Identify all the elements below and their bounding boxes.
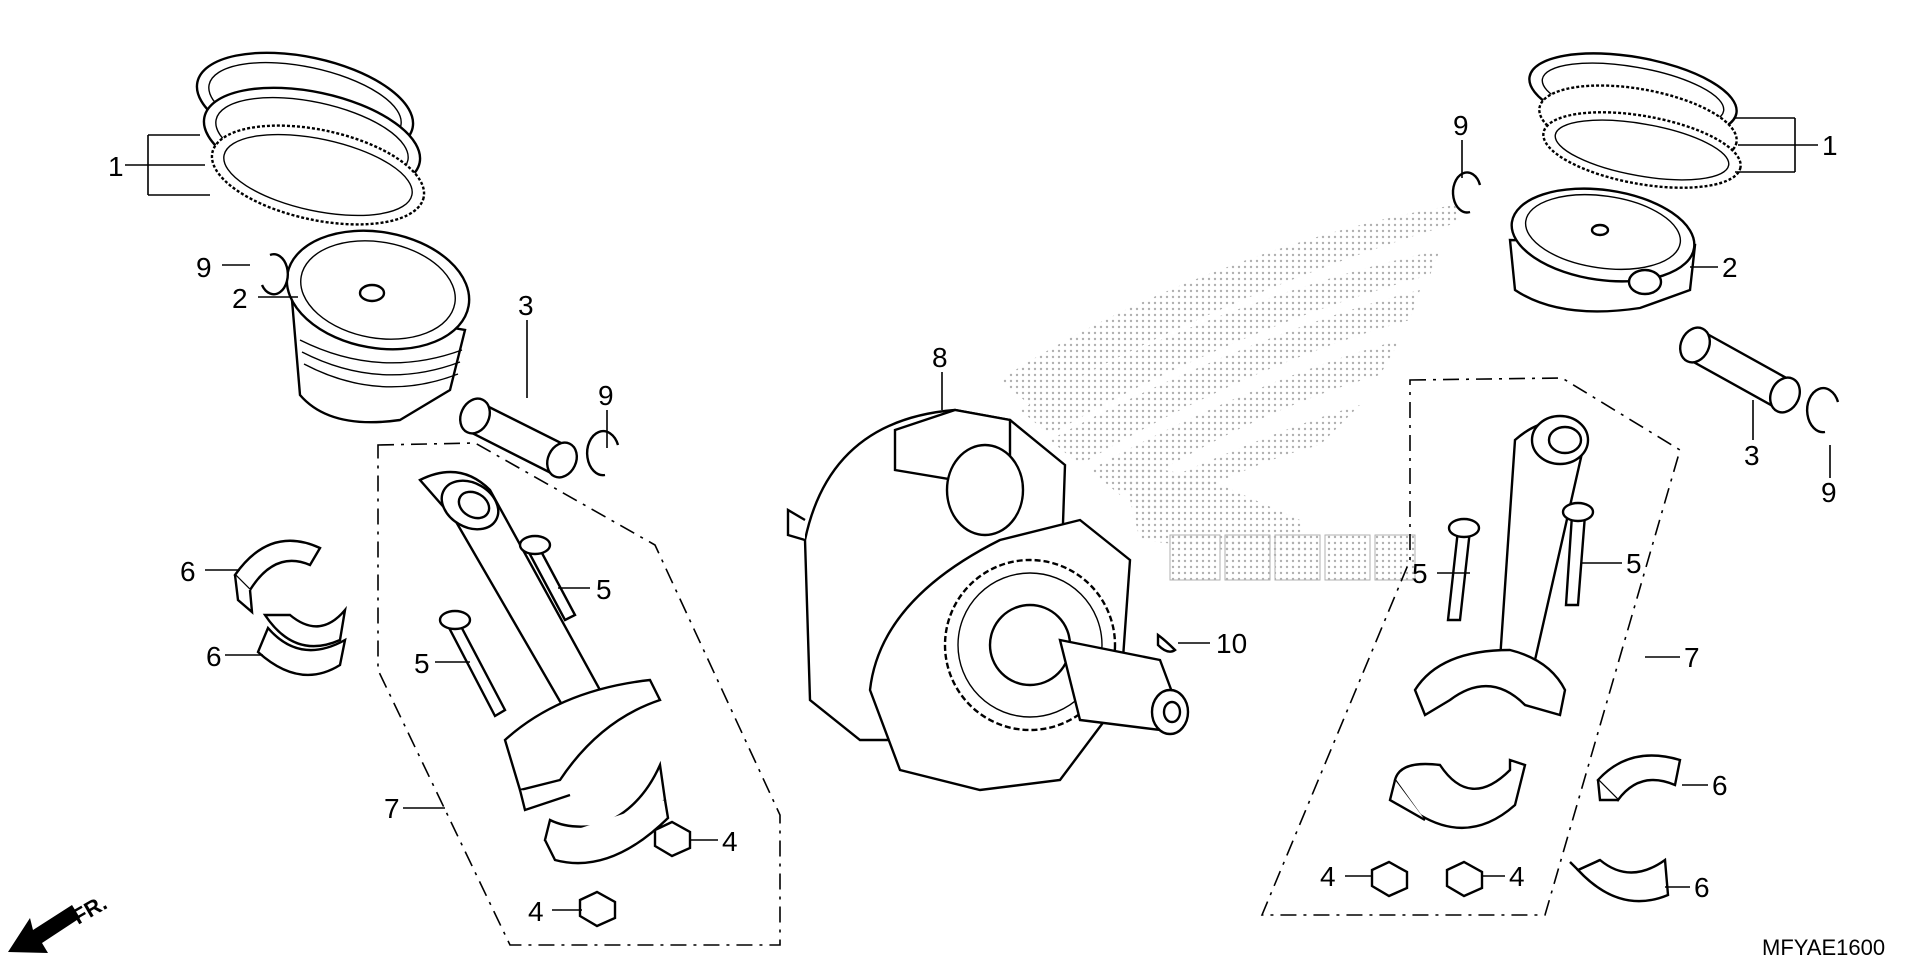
callout-nut-left-upper: 4 bbox=[722, 826, 738, 857]
callout-bolt-left-lower: 5 bbox=[414, 648, 430, 679]
right-piston-rings bbox=[1528, 52, 1742, 189]
callout-bolt-right-upper: 5 bbox=[1626, 548, 1642, 579]
left-pin-clips bbox=[260, 253, 620, 477]
right-con-rod-nuts bbox=[1370, 860, 1484, 898]
honda-logo-letters bbox=[1169, 534, 1416, 581]
front-direction-marker: FR. bbox=[8, 890, 111, 953]
left-crankpin-bearings bbox=[233, 539, 347, 677]
left-con-rod-group-outline bbox=[377, 442, 781, 946]
callout-con-rod-right: 7 bbox=[1684, 642, 1700, 673]
leader-lines bbox=[125, 117, 1831, 911]
callout-piston-pin-left: 3 bbox=[518, 290, 534, 321]
left-con-rod-nuts bbox=[578, 820, 692, 928]
callout-crankshaft: 8 bbox=[932, 342, 948, 373]
callout-piston-right: 2 bbox=[1722, 252, 1738, 283]
callout-labels: 1 9 2 3 9 6 6 7 5 5 4 4 8 10 9 1 2 3 9 5… bbox=[108, 110, 1838, 927]
callout-bearing-left-lower: 6 bbox=[206, 641, 222, 672]
callout-bearing-right-lower: 6 bbox=[1694, 872, 1710, 903]
left-piston-pin bbox=[459, 397, 578, 479]
callout-bearing-left-upper: 6 bbox=[180, 556, 196, 587]
callout-woodruff-key: 10 bbox=[1216, 628, 1247, 659]
right-con-rod-bolts bbox=[1446, 501, 1595, 622]
right-connecting-rod bbox=[1413, 414, 1590, 717]
front-arrow-icon bbox=[8, 905, 80, 953]
callout-pin-clip-right: 9 bbox=[1821, 477, 1837, 508]
callout-bearing-right-upper: 6 bbox=[1712, 770, 1728, 801]
right-piston bbox=[1508, 187, 1697, 313]
left-connecting-rod bbox=[418, 470, 662, 812]
callout-nut-right-right: 4 bbox=[1509, 861, 1525, 892]
left-con-rod-cap bbox=[543, 760, 670, 865]
callout-bolt-right-lower: 5 bbox=[1412, 558, 1428, 589]
right-piston-pin bbox=[1679, 326, 1801, 414]
callout-piston-rings-left: 1 bbox=[108, 151, 124, 182]
callout-pin-clip-left: 9 bbox=[598, 380, 614, 411]
honda-wing-watermark bbox=[1000, 205, 1460, 581]
left-piston-rings bbox=[195, 51, 426, 226]
callout-pin-clip-right-top: 9 bbox=[1453, 110, 1469, 141]
callout-piston-left: 2 bbox=[232, 283, 248, 314]
right-con-rod-cap bbox=[1388, 758, 1527, 830]
crankshaft bbox=[786, 408, 1190, 792]
callout-bolt-left-upper: 5 bbox=[596, 574, 612, 605]
right-crankpin-bearings bbox=[1569, 754, 1682, 903]
callout-con-rod-left: 7 bbox=[384, 793, 400, 824]
diagram-code: MFYAE1600 bbox=[1762, 935, 1885, 960]
woodruff-key bbox=[1156, 632, 1177, 653]
left-con-rod-bolts bbox=[438, 534, 577, 718]
right-con-rod-group-outline bbox=[1260, 377, 1681, 916]
right-pin-clips bbox=[1451, 171, 1840, 434]
callout-piston-rings-right: 1 bbox=[1822, 130, 1838, 161]
callout-nut-right-left: 4 bbox=[1320, 861, 1336, 892]
callout-pin-clip-left-top: 9 bbox=[196, 252, 212, 283]
left-piston bbox=[285, 229, 471, 424]
callout-piston-pin-right: 3 bbox=[1744, 440, 1760, 471]
front-label: FR. bbox=[68, 890, 111, 929]
callout-nut-left-lower: 4 bbox=[528, 896, 544, 927]
